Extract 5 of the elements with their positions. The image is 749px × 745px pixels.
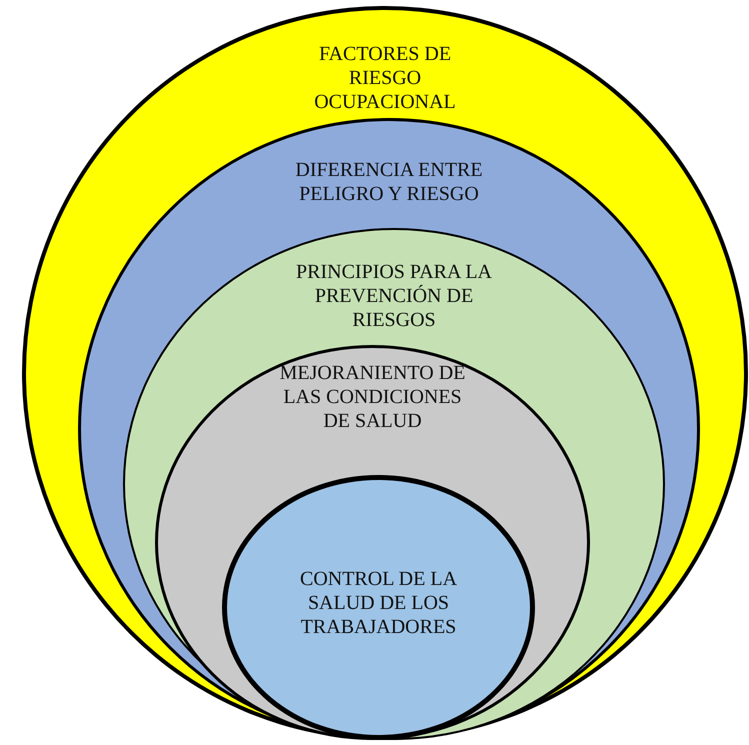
circle-label: CONTROL DE LA SALUD DE LOS TRABAJADORES [298,567,458,639]
circle-label: FACTORES DE RIESGO OCUPACIONAL [313,42,457,114]
circle-label: MEJORANIENTO DE LAS CONDICIONES DE SALUD [278,361,466,433]
circle-label: PRINCIPIOS PARA LA PREVENCIÓN DE RIESGOS [295,260,493,332]
circle-label: DIFERENCIA ENTRE PELIGRO Y RIESGO [294,158,484,206]
